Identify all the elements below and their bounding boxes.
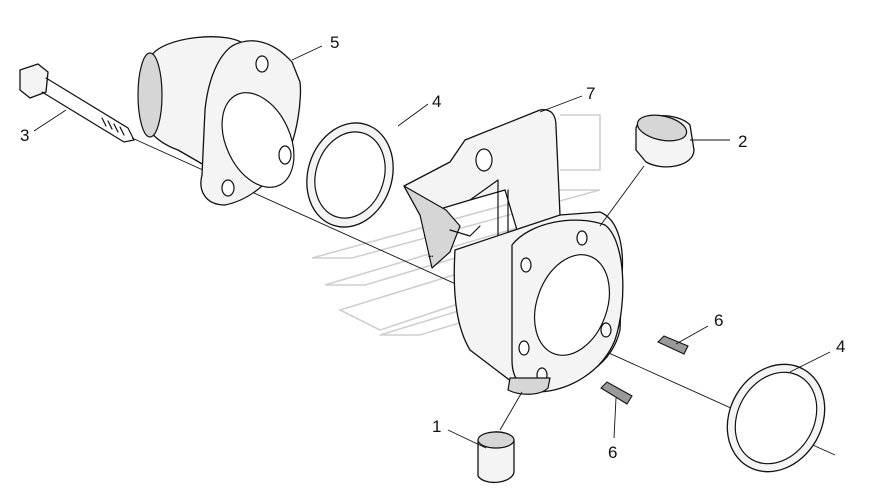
callout-4-upper: 4 xyxy=(432,92,441,111)
leader-lines xyxy=(33,45,831,449)
part-6-pin-lower xyxy=(600,381,633,405)
callout-6-lower: 6 xyxy=(608,443,617,462)
part-1-sleeve xyxy=(477,431,515,483)
part-7-housing: ••• xyxy=(403,109,624,395)
part-4-oring-lower xyxy=(726,363,826,473)
callout-labels: 3 5 4 7 2 6 4 6 1 xyxy=(20,33,845,462)
cast-marking-text: ••• xyxy=(428,254,434,260)
callout-4-lower: 4 xyxy=(836,337,845,356)
part-6-pin-upper xyxy=(657,335,689,355)
callout-3: 3 xyxy=(20,126,29,145)
part-4-oring-upper xyxy=(306,122,394,228)
callout-7: 7 xyxy=(586,84,595,103)
callout-6-upper: 6 xyxy=(714,311,723,330)
callout-2: 2 xyxy=(738,132,747,151)
part-2-cap xyxy=(635,114,695,168)
callout-5: 5 xyxy=(330,33,339,52)
part-3-bolt xyxy=(19,63,135,143)
part-5-flanged-tube xyxy=(137,36,302,206)
callout-1: 1 xyxy=(432,417,441,436)
